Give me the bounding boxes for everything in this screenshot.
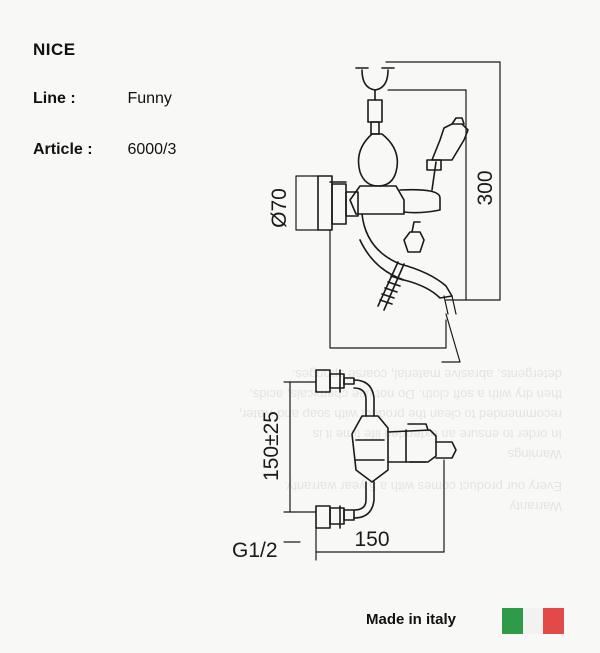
height-label: 300: [474, 170, 497, 205]
article-label: Article :: [33, 141, 93, 158]
italian-flag-icon: [502, 608, 565, 634]
spacing-label: 150±25: [260, 411, 283, 481]
flag-green-band: [502, 608, 523, 634]
diameter-label: Ø70: [268, 188, 291, 228]
faucet-front-view: [283, 369, 457, 561]
connection-label: G1/2: [232, 539, 278, 562]
article-value: 6000/3: [127, 141, 177, 158]
line-value: Funny: [127, 90, 172, 107]
made-in-label: Made in italy: [366, 611, 457, 628]
article-row: Article : 6000/3: [33, 141, 176, 159]
line-row: Line : Funny: [33, 90, 172, 108]
brand-name: NICE: [33, 40, 76, 59]
width-label: 150: [354, 528, 389, 551]
flag-red-band: [543, 608, 565, 634]
faucet-side-view: [295, 61, 501, 363]
line-label: Line :: [33, 90, 76, 107]
flag-white-band: [522, 608, 544, 634]
